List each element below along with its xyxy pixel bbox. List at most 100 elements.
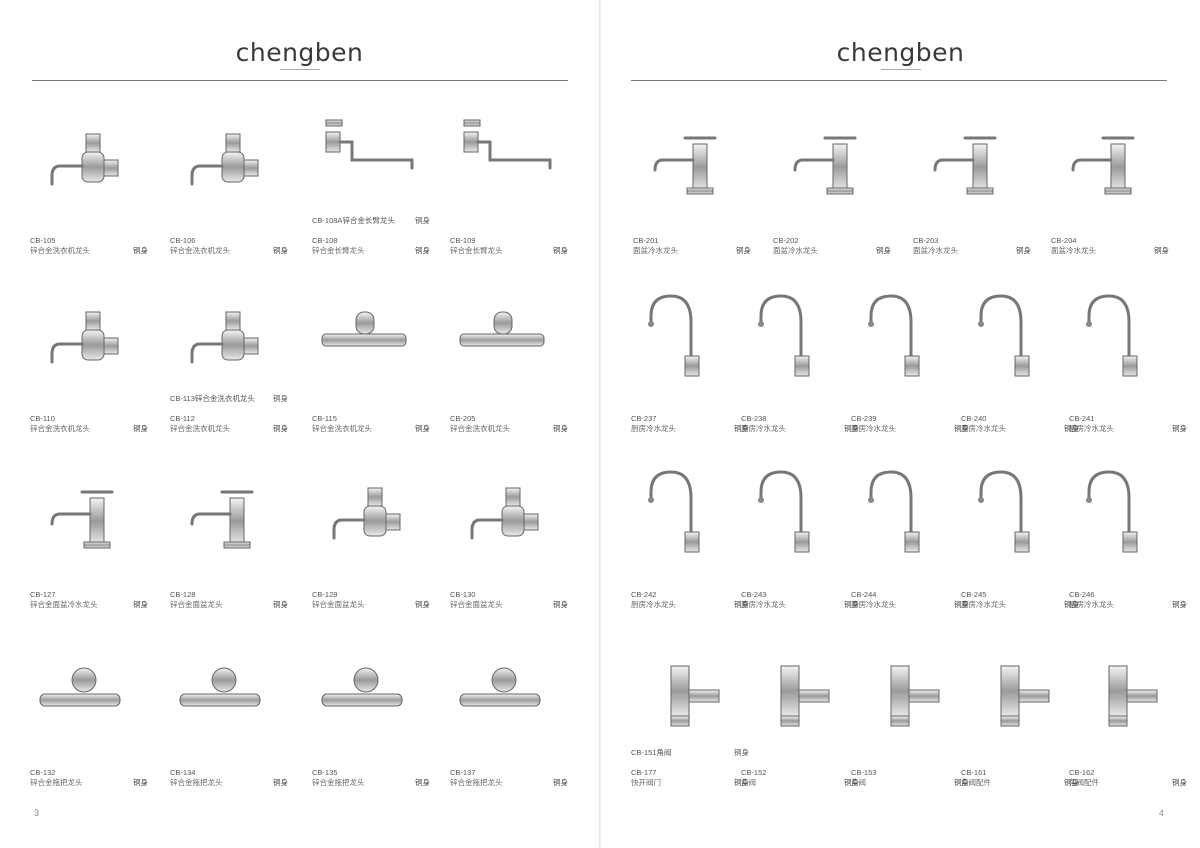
product-photo xyxy=(1069,636,1179,746)
product-desc: 锌合金面盆龙头 xyxy=(450,600,503,609)
product-material: 铜身 xyxy=(1064,600,1079,609)
product-code: CB-134 xyxy=(170,768,196,777)
product-code: CB-105 xyxy=(30,236,56,245)
product-code: CB-129 xyxy=(312,590,338,599)
product-code: CB-137 xyxy=(450,768,476,777)
product-material: 铜身 xyxy=(954,600,969,609)
product-material: 铜身 xyxy=(876,246,891,255)
product-photo xyxy=(631,458,741,568)
header-rule xyxy=(32,80,568,81)
product-code: CB-152 xyxy=(741,768,767,777)
product-material: 铜身 xyxy=(415,778,430,787)
product-photo xyxy=(741,458,851,568)
product-photo xyxy=(312,282,422,392)
product-desc: 快开阀门 xyxy=(631,778,661,787)
product-photo xyxy=(170,104,280,214)
product-caption-extra: CB-151角阀铜身 xyxy=(631,748,749,758)
product-code: CB-201 xyxy=(633,236,659,245)
product-desc: 锌合金长臂龙头 xyxy=(450,246,503,255)
product-desc: 锌合金洗衣机龙头 xyxy=(170,424,230,433)
product-material: 铜身 xyxy=(954,778,969,787)
product-material: 铜身 xyxy=(553,424,568,433)
product-code: CB-244 xyxy=(851,590,877,599)
product-material: 铜身 xyxy=(415,216,430,225)
product-code: CB-204 xyxy=(1051,236,1077,245)
product-desc: 锌合金洗衣机龙头 xyxy=(30,246,90,255)
product-material: 铜身 xyxy=(1172,778,1187,787)
product-code: CB-241 xyxy=(1069,414,1095,423)
page-fold xyxy=(599,0,601,848)
product-desc: 锌合金拖把龙头 xyxy=(170,778,223,787)
brand-underline xyxy=(880,69,921,70)
product-photo xyxy=(961,282,1071,392)
brand-wordmark: chengben xyxy=(836,38,965,67)
product-desc: 面盆冷水龙头 xyxy=(1051,246,1096,255)
product-photo xyxy=(30,636,140,746)
product-code: CB-132 xyxy=(30,768,56,777)
product-material: 铜身 xyxy=(415,246,430,255)
product-photo xyxy=(851,458,961,568)
product-material: 铜身 xyxy=(1172,600,1187,609)
product-photo xyxy=(631,636,741,746)
product-desc: 锌合金洗衣机龙头 xyxy=(30,424,90,433)
page-number: 4 xyxy=(1158,808,1164,818)
product-desc: 锌合金拖把龙头 xyxy=(312,778,365,787)
brand-logo: chengben xyxy=(0,38,599,70)
product-photo xyxy=(961,636,1071,746)
product-material: 铜身 xyxy=(734,424,749,433)
product-desc: 锌合金洗衣机龙头 xyxy=(312,424,372,433)
product-desc: 厨房冷水龙头 xyxy=(851,424,896,433)
product-code: CB-202 xyxy=(773,236,799,245)
product-material: 铜身 xyxy=(1064,778,1079,787)
product-photo xyxy=(913,104,1023,214)
product-desc: 锌合金洗衣机龙头 xyxy=(450,424,510,433)
product-desc: 锌合金洗衣机龙头 xyxy=(194,394,255,403)
product-material: 铜身 xyxy=(844,600,859,609)
product-code: CB-115 xyxy=(312,414,337,423)
product-material: 铜身 xyxy=(273,424,288,433)
product-desc: 厨房冷水龙头 xyxy=(741,600,786,609)
product-code: CB-153 xyxy=(851,768,877,777)
product-code: CB-109 xyxy=(450,236,476,245)
product-material: 铜身 xyxy=(736,246,751,255)
product-photo xyxy=(170,458,280,568)
product-desc: 锌合金长臂龙头 xyxy=(312,246,365,255)
product-code: CB-106 xyxy=(170,236,196,245)
product-material: 铜身 xyxy=(273,246,288,255)
product-desc: 厨房冷水龙头 xyxy=(851,600,896,609)
